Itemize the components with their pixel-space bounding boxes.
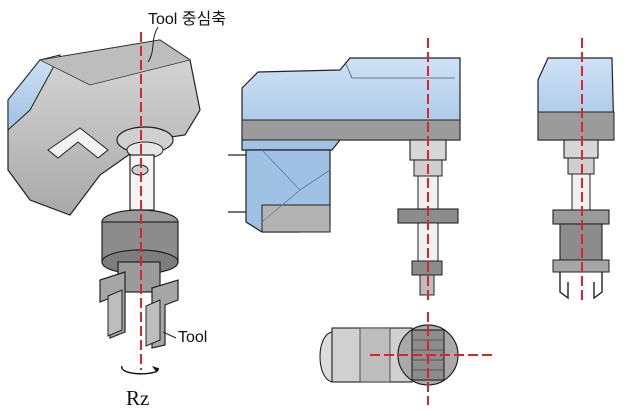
tool-axis-label: Tool 중심축 bbox=[148, 11, 226, 28]
side-view bbox=[228, 38, 461, 300]
tool-label: Tool bbox=[178, 329, 208, 346]
front-arm-lower-band bbox=[537, 111, 615, 141]
top-arm-rounded-end bbox=[319, 331, 333, 383]
perspective-arm-cutout bbox=[47, 127, 109, 159]
side-arm-lower-band bbox=[241, 119, 461, 141]
side-block-facet-lines bbox=[261, 149, 331, 223]
front-gripper-jaws bbox=[559, 272, 603, 300]
perspective-gripper-finger-left bbox=[107, 289, 123, 337]
top-view bbox=[319, 312, 492, 405]
rz-arrow-head-icon bbox=[152, 366, 158, 373]
perspective-gripper-finger-right bbox=[145, 299, 161, 347]
perspective-view bbox=[7, 26, 201, 375]
side-hanging-block-base bbox=[261, 204, 331, 233]
tool-label-leader bbox=[162, 331, 177, 339]
perspective-arm-blue-cover bbox=[7, 54, 61, 132]
side-arm-top-detail bbox=[344, 61, 455, 79]
front-view bbox=[537, 38, 615, 300]
axis-label-leader bbox=[147, 26, 159, 63]
rz-rotation-label: Rz bbox=[126, 386, 150, 410]
